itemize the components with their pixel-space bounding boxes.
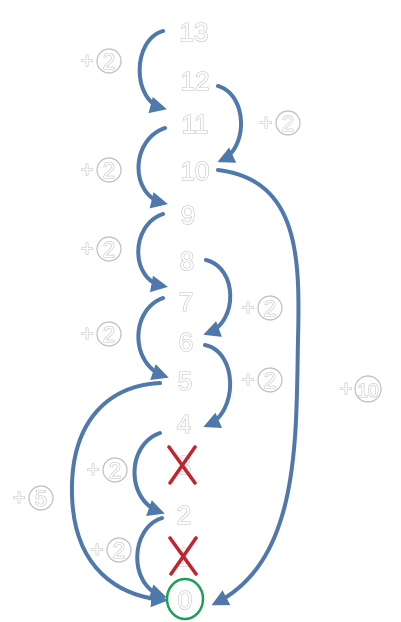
svg-text:+: +: [81, 157, 94, 182]
arrow-13-to-11: [137, 29, 167, 114]
number-8: 8: [180, 246, 194, 276]
svg-text:5: 5: [35, 486, 47, 511]
arrow-11-to-9: [136, 126, 168, 209]
svg-text:2: 2: [113, 538, 125, 563]
svg-text:+: +: [81, 48, 94, 73]
step-label-plus-2: + 2: [90, 536, 132, 564]
svg-text:2: 2: [282, 111, 294, 136]
svg-text:2: 2: [109, 458, 121, 483]
arrow-9-to-7: [136, 212, 168, 293]
svg-text:2: 2: [264, 296, 276, 321]
arrow-12-to-10: [216, 84, 243, 163]
cross-mark-3: [167, 445, 197, 485]
step-label-plus-2: + 2: [241, 294, 283, 322]
svg-text:+: +: [260, 110, 273, 135]
step-label-plus-5: + 5: [12, 484, 54, 512]
number-9: 9: [181, 200, 195, 230]
arrow-4-to-2: [132, 431, 165, 516]
step-label-plus-10: + 10: [339, 375, 382, 403]
number-0: 0: [178, 585, 192, 615]
cross-mark-1: [168, 536, 198, 576]
number-12: 12: [181, 66, 210, 96]
number-4: 4: [177, 409, 191, 439]
svg-text:+: +: [242, 295, 255, 320]
number-5: 5: [178, 366, 192, 396]
svg-text:+: +: [91, 537, 104, 562]
arrow-7-to-5: [136, 296, 169, 380]
number-2: 2: [177, 500, 191, 530]
number-13: 13: [180, 17, 209, 47]
arrow-2-to-0: [135, 516, 167, 601]
svg-text:+: +: [242, 367, 255, 392]
arrow-8-to-6: [203, 258, 233, 337]
svg-text:2: 2: [103, 322, 115, 347]
svg-text:2: 2: [103, 237, 115, 262]
number-7: 7: [179, 287, 193, 317]
step-label-plus-2: + 2: [80, 156, 122, 184]
svg-text:2: 2: [103, 49, 115, 74]
arrow-5-to-0: [69, 381, 169, 608]
svg-text:+: +: [13, 485, 26, 510]
svg-text:+: +: [81, 321, 94, 346]
svg-text:2: 2: [103, 158, 115, 183]
svg-text:+: +: [87, 457, 100, 482]
svg-text:+: +: [340, 376, 353, 401]
number-10: 10: [181, 156, 210, 186]
step-label-plus-2: + 2: [241, 366, 283, 394]
step-label-plus-2: + 2: [259, 109, 301, 137]
number-11: 11: [182, 109, 209, 139]
svg-text:+: +: [81, 236, 94, 261]
arrow-10-to-0: [211, 168, 301, 606]
step-label-plus-2: + 2: [86, 456, 128, 484]
svg-text:2: 2: [264, 368, 276, 393]
step-label-plus-2: + 2: [80, 320, 122, 348]
step-label-plus-2: + 2: [80, 235, 122, 263]
number-6: 6: [179, 327, 193, 357]
svg-text:10: 10: [357, 381, 378, 402]
arrow-6-to-4: [203, 343, 233, 429]
step-label-plus-2: + 2: [80, 47, 122, 75]
target-circle: [165, 577, 205, 621]
